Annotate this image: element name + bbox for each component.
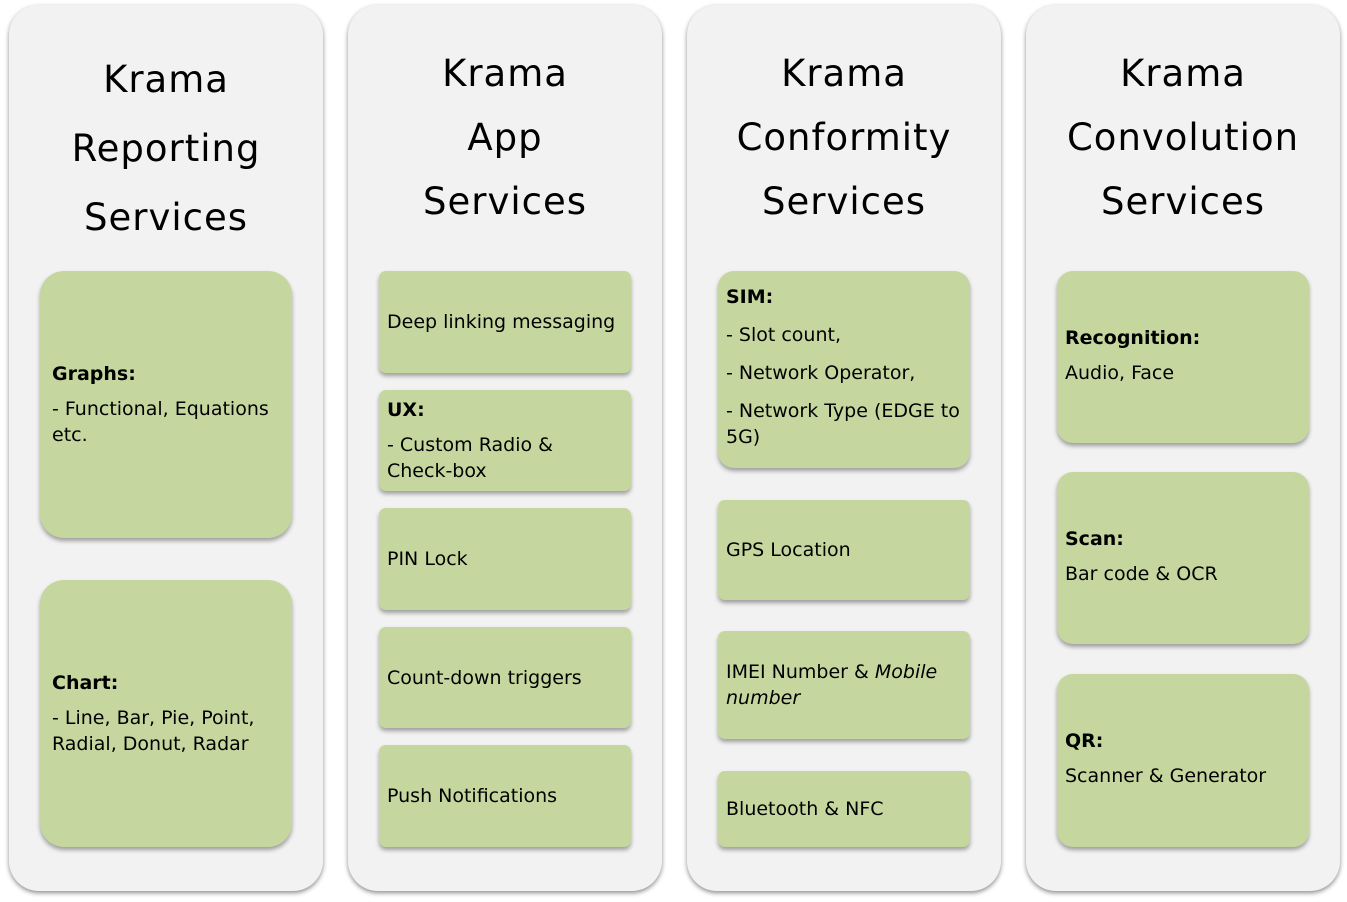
card-qr: QR: Scanner & Generator (1057, 674, 1309, 847)
card-heading: Scan: (1065, 528, 1124, 550)
column-title: Krama App Services (348, 42, 662, 234)
column-title: Krama Reporting Services (9, 45, 323, 252)
card-chart: Chart: - Line, Bar, Pie, Point, Radial, … (40, 580, 292, 847)
card-push-notifications: Push Notifications (379, 745, 631, 847)
card-line: - Network Type (EDGE to 5G) (726, 400, 960, 448)
title-line: Krama (442, 52, 568, 95)
card-text: Count-down triggers (387, 666, 582, 689)
title-line: Services (83, 196, 249, 239)
card-ux: UX: - Custom Radio & Check-box (379, 390, 631, 491)
card-heading: SIM: (726, 286, 774, 308)
card-scan: Scan: Bar code & OCR (1057, 472, 1309, 644)
title-line: Services (1100, 180, 1266, 223)
title-line: Krama (103, 58, 229, 101)
card-heading: Graphs: (52, 363, 136, 385)
title-line: Services (761, 180, 927, 223)
card-graphs: Graphs: - Functional, Equations etc. (40, 271, 292, 538)
card-countdown: Count-down triggers (379, 627, 631, 728)
card-text-italic: Mobile number (726, 661, 938, 709)
card-text: PIN Lock (387, 548, 468, 570)
card-text: - Custom Radio & Check-box (387, 434, 553, 482)
card-text: Bluetooth & NFC (726, 798, 884, 820)
card-text: Bar code & OCR (1065, 563, 1218, 585)
column-app-services: Krama App Services Deep linking messagin… (348, 5, 662, 891)
title-line: Krama (1120, 52, 1246, 95)
column-reporting-services: Krama Reporting Services Graphs: - Funct… (9, 5, 323, 891)
title-line: Convolution (1066, 116, 1300, 159)
column-title: Krama Convolution Services (1026, 42, 1340, 234)
title-line: Services (422, 180, 588, 223)
card-heading: Recognition: (1065, 327, 1201, 349)
card-recognition: Recognition: Audio, Face (1057, 271, 1309, 443)
card-sim: SIM: - Slot count, - Network Operator, -… (718, 271, 970, 468)
column-conformity-services: Krama Conformity Services SIM: - Slot co… (687, 5, 1001, 891)
card-heading: QR: (1065, 730, 1104, 752)
title-line: App (467, 116, 543, 159)
card-heading: Chart: (52, 672, 119, 694)
card-gps: GPS Location (718, 500, 970, 600)
card-line: - Slot count, (726, 324, 841, 346)
card-text: - Functional, Equations etc. (52, 398, 269, 446)
card-text: Push Notifications (387, 785, 558, 807)
card-text: Audio, Face (1065, 362, 1175, 384)
title-line: Krama (781, 52, 907, 95)
card-text: IMEI Number & (726, 661, 875, 683)
column-convolution-services: Krama Convolution Services Recognition: … (1026, 5, 1340, 891)
card-pin-lock: PIN Lock (379, 508, 631, 610)
column-title: Krama Conformity Services (687, 42, 1001, 234)
card-heading: UX: (387, 399, 425, 421)
card-text: GPS Location (726, 539, 851, 561)
card-line: - Network Operator, (726, 362, 916, 384)
card-text: Scanner & Generator (1065, 765, 1267, 787)
title-line: Reporting (71, 127, 261, 170)
card-text-wrap: IMEI Number & Mobile number (726, 659, 962, 711)
title-line: Conformity (736, 116, 952, 159)
card-text: - Line, Bar, Pie, Point, Radial, Donut, … (52, 707, 255, 755)
card-imei: IMEI Number & Mobile number (718, 631, 970, 739)
card-text: Deep linking messaging (387, 311, 616, 333)
card-bluetooth: Bluetooth & NFC (718, 771, 970, 847)
card-deep-linking: Deep linking messaging (379, 271, 631, 373)
